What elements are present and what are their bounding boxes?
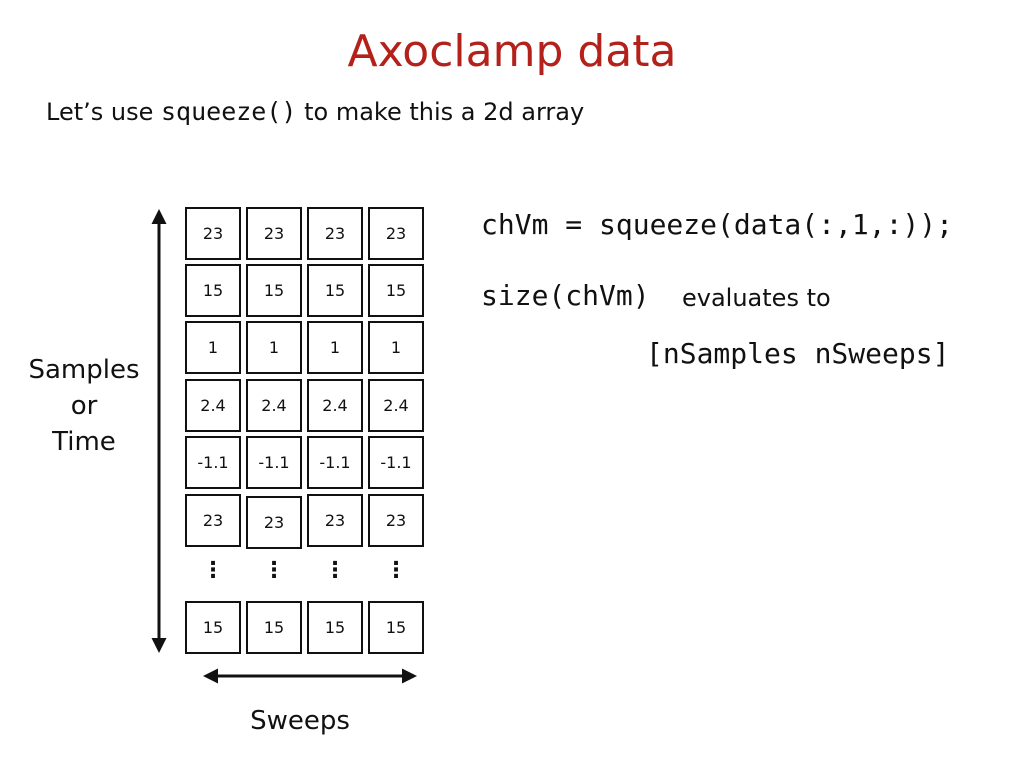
grid-cell: 23 [246,496,302,549]
subtitle: Let’s use squeeze() to make this a 2d ar… [46,94,584,130]
grid-cell: 15 [246,601,302,654]
grid-cell: -1.1 [246,436,302,489]
samples-label: Samples [28,355,140,385]
grid-cell: 23 [307,207,363,260]
grid-cell: 1 [185,321,241,374]
sweeps-label: Sweeps [250,706,350,736]
grid-cell: 2.4 [246,379,302,432]
grid-cell: 23 [307,494,363,547]
vertical-ellipsis: ⋮ [202,558,224,583]
grid-cell: 15 [368,264,424,317]
grid-cell: 15 [368,601,424,654]
grid-cell: -1.1 [368,436,424,489]
vertical-ellipsis: ⋮ [324,558,346,583]
grid-cell: 2.4 [307,379,363,432]
grid-cell: 15 [246,264,302,317]
grid-cell: 23 [368,494,424,547]
page-title: Axoclamp data [347,26,677,77]
squeeze-assignment-code: chVm = squeeze(data(:,1,:)); [481,208,954,241]
grid-cell: 15 [185,601,241,654]
vertical-ellipsis: ⋮ [263,558,285,583]
time-label: Time [52,427,116,457]
grid-cell: 1 [307,321,363,374]
evaluates-to-text: evaluates to [682,284,831,312]
subtitle-suffix: to make this a 2d array [296,98,585,126]
subtitle-prefix: Let’s use [46,98,161,126]
vertical-ellipsis: ⋮ [385,558,407,583]
grid-cell: 1 [246,321,302,374]
grid-cell: 23 [185,207,241,260]
grid-cell: 23 [246,207,302,260]
grid-cell: 23 [368,207,424,260]
samples-or-time-label: Samples or Time [22,352,146,460]
or-label: or [70,391,98,421]
grid-cell: 15 [185,264,241,317]
grid-cell: 2.4 [185,379,241,432]
grid-cell: -1.1 [307,436,363,489]
grid-cell: 23 [185,494,241,547]
grid-cell: 15 [307,601,363,654]
grid-cell: -1.1 [185,436,241,489]
grid-cell: 2.4 [368,379,424,432]
size-result-code: [nSamples nSweeps] [646,337,950,370]
size-call-code: size(chVm) [481,279,650,312]
grid-cell: 15 [307,264,363,317]
grid-cell: 1 [368,321,424,374]
subtitle-code: squeeze() [161,97,297,126]
